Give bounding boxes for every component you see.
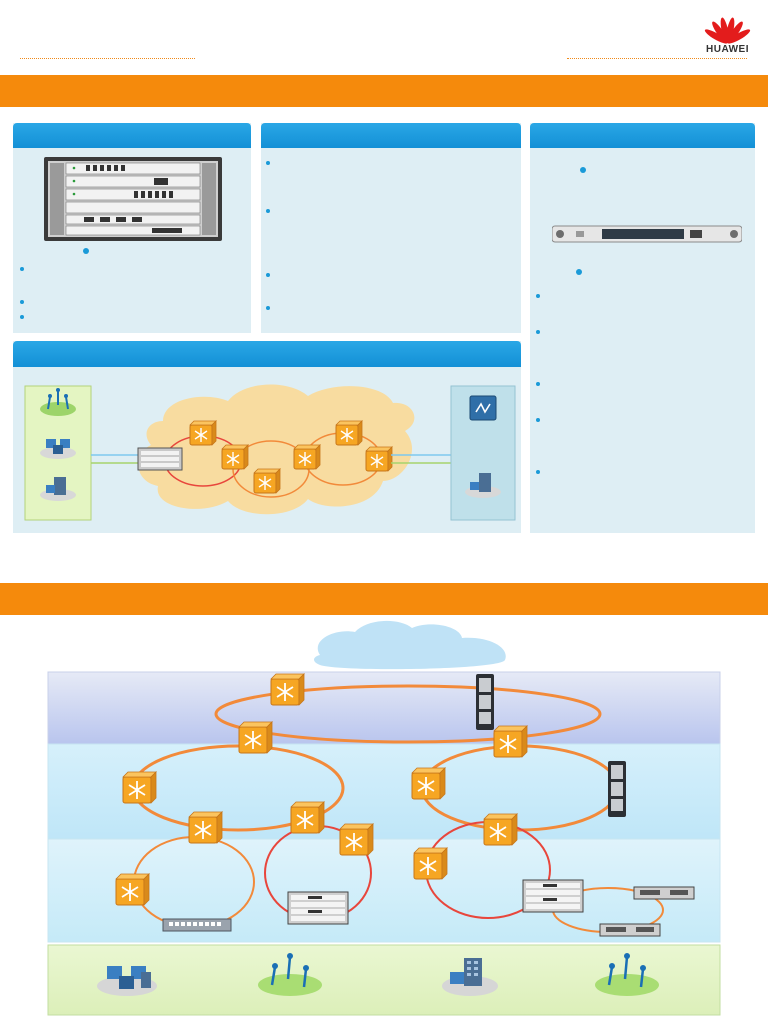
- panel-board: [530, 123, 755, 533]
- bullet: [20, 267, 24, 271]
- compact-device-icon: [599, 923, 661, 937]
- bullet: [20, 300, 24, 304]
- router-icon: [493, 725, 528, 758]
- header-divider-left: [20, 58, 195, 59]
- core-layer: [47, 671, 721, 745]
- bullet: [266, 306, 270, 310]
- router-icon: [365, 446, 393, 472]
- router-icon: [115, 873, 150, 906]
- computer-cluster-icon: [40, 439, 76, 459]
- rack-icon: [476, 674, 494, 730]
- bottom-network-diagram: [47, 620, 721, 1016]
- panel-board-header: [530, 123, 755, 148]
- bullet: [576, 269, 582, 275]
- router-icon: [483, 813, 518, 846]
- server-icon: [40, 477, 76, 501]
- logo-text: HUAWEI: [706, 44, 749, 55]
- chassis-device-icon: [287, 891, 349, 925]
- header-divider-right: [567, 58, 747, 59]
- bullet: [536, 418, 540, 422]
- section-banner-bottom: [0, 583, 768, 615]
- top-network-diagram: [24, 384, 516, 521]
- board-card-image: [552, 224, 742, 244]
- switch-icon: [469, 395, 497, 421]
- chassis-device-icon: [137, 447, 183, 471]
- panel-features-header: [261, 123, 521, 148]
- router-icon: [413, 847, 448, 880]
- router-icon: [122, 771, 157, 804]
- router-icon: [253, 468, 281, 494]
- router-icon: [188, 811, 223, 844]
- router-icon: [270, 673, 305, 706]
- bullet: [536, 330, 540, 334]
- huawei-logo: HUAWEI: [700, 10, 755, 56]
- panel-features: [261, 123, 521, 333]
- router-icon: [189, 420, 217, 446]
- chassis-image: [44, 157, 222, 241]
- panel-product-header: [13, 123, 251, 148]
- bullet: [83, 248, 89, 254]
- panel-application-header: [13, 341, 521, 367]
- router-icon: [238, 721, 273, 754]
- wireless-towers-icon: [40, 388, 76, 416]
- compact-device-icon: [633, 886, 695, 900]
- router-icon: [293, 444, 321, 470]
- router-icon: [290, 801, 325, 834]
- rack-icon: [608, 761, 626, 817]
- internet-cloud: [314, 620, 506, 670]
- bullet: [536, 382, 540, 386]
- bullet: [580, 167, 586, 173]
- section-banner-top: [0, 75, 768, 107]
- bullet: [266, 273, 270, 277]
- bullet: [266, 161, 270, 165]
- bullet: [536, 294, 540, 298]
- office-building-icon: [442, 958, 498, 996]
- bullet: [266, 209, 270, 213]
- access-switch-icon: [162, 918, 232, 932]
- core-ring: [214, 684, 602, 744]
- server-cluster-icon: [465, 473, 501, 498]
- panel-product: [13, 123, 251, 333]
- computer-cluster-icon: [97, 966, 157, 996]
- router-icon: [339, 823, 374, 856]
- huawei-petals-icon: [704, 17, 751, 44]
- bullet: [20, 315, 24, 319]
- chassis-device-icon: [522, 879, 584, 913]
- bullet: [536, 470, 540, 474]
- network-cloud: [138, 384, 415, 515]
- router-icon: [221, 444, 249, 470]
- router-icon: [411, 767, 446, 800]
- router-icon: [335, 420, 363, 446]
